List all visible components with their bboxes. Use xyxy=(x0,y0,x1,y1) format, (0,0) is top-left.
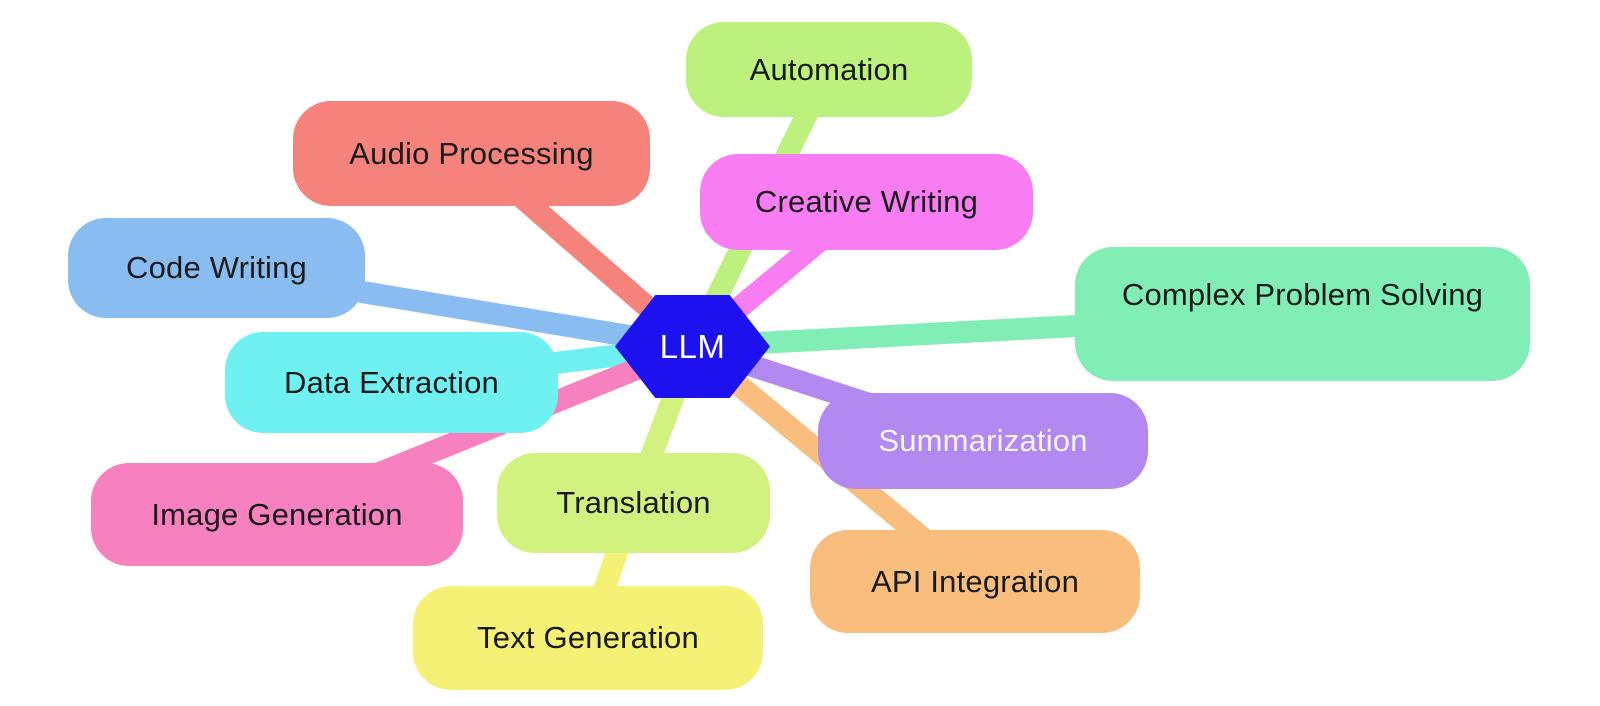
edge-translation-text-generation xyxy=(577,492,645,649)
root-node-label: LLM xyxy=(659,327,726,365)
edge-llm-complex-problem-solving xyxy=(681,303,1314,358)
